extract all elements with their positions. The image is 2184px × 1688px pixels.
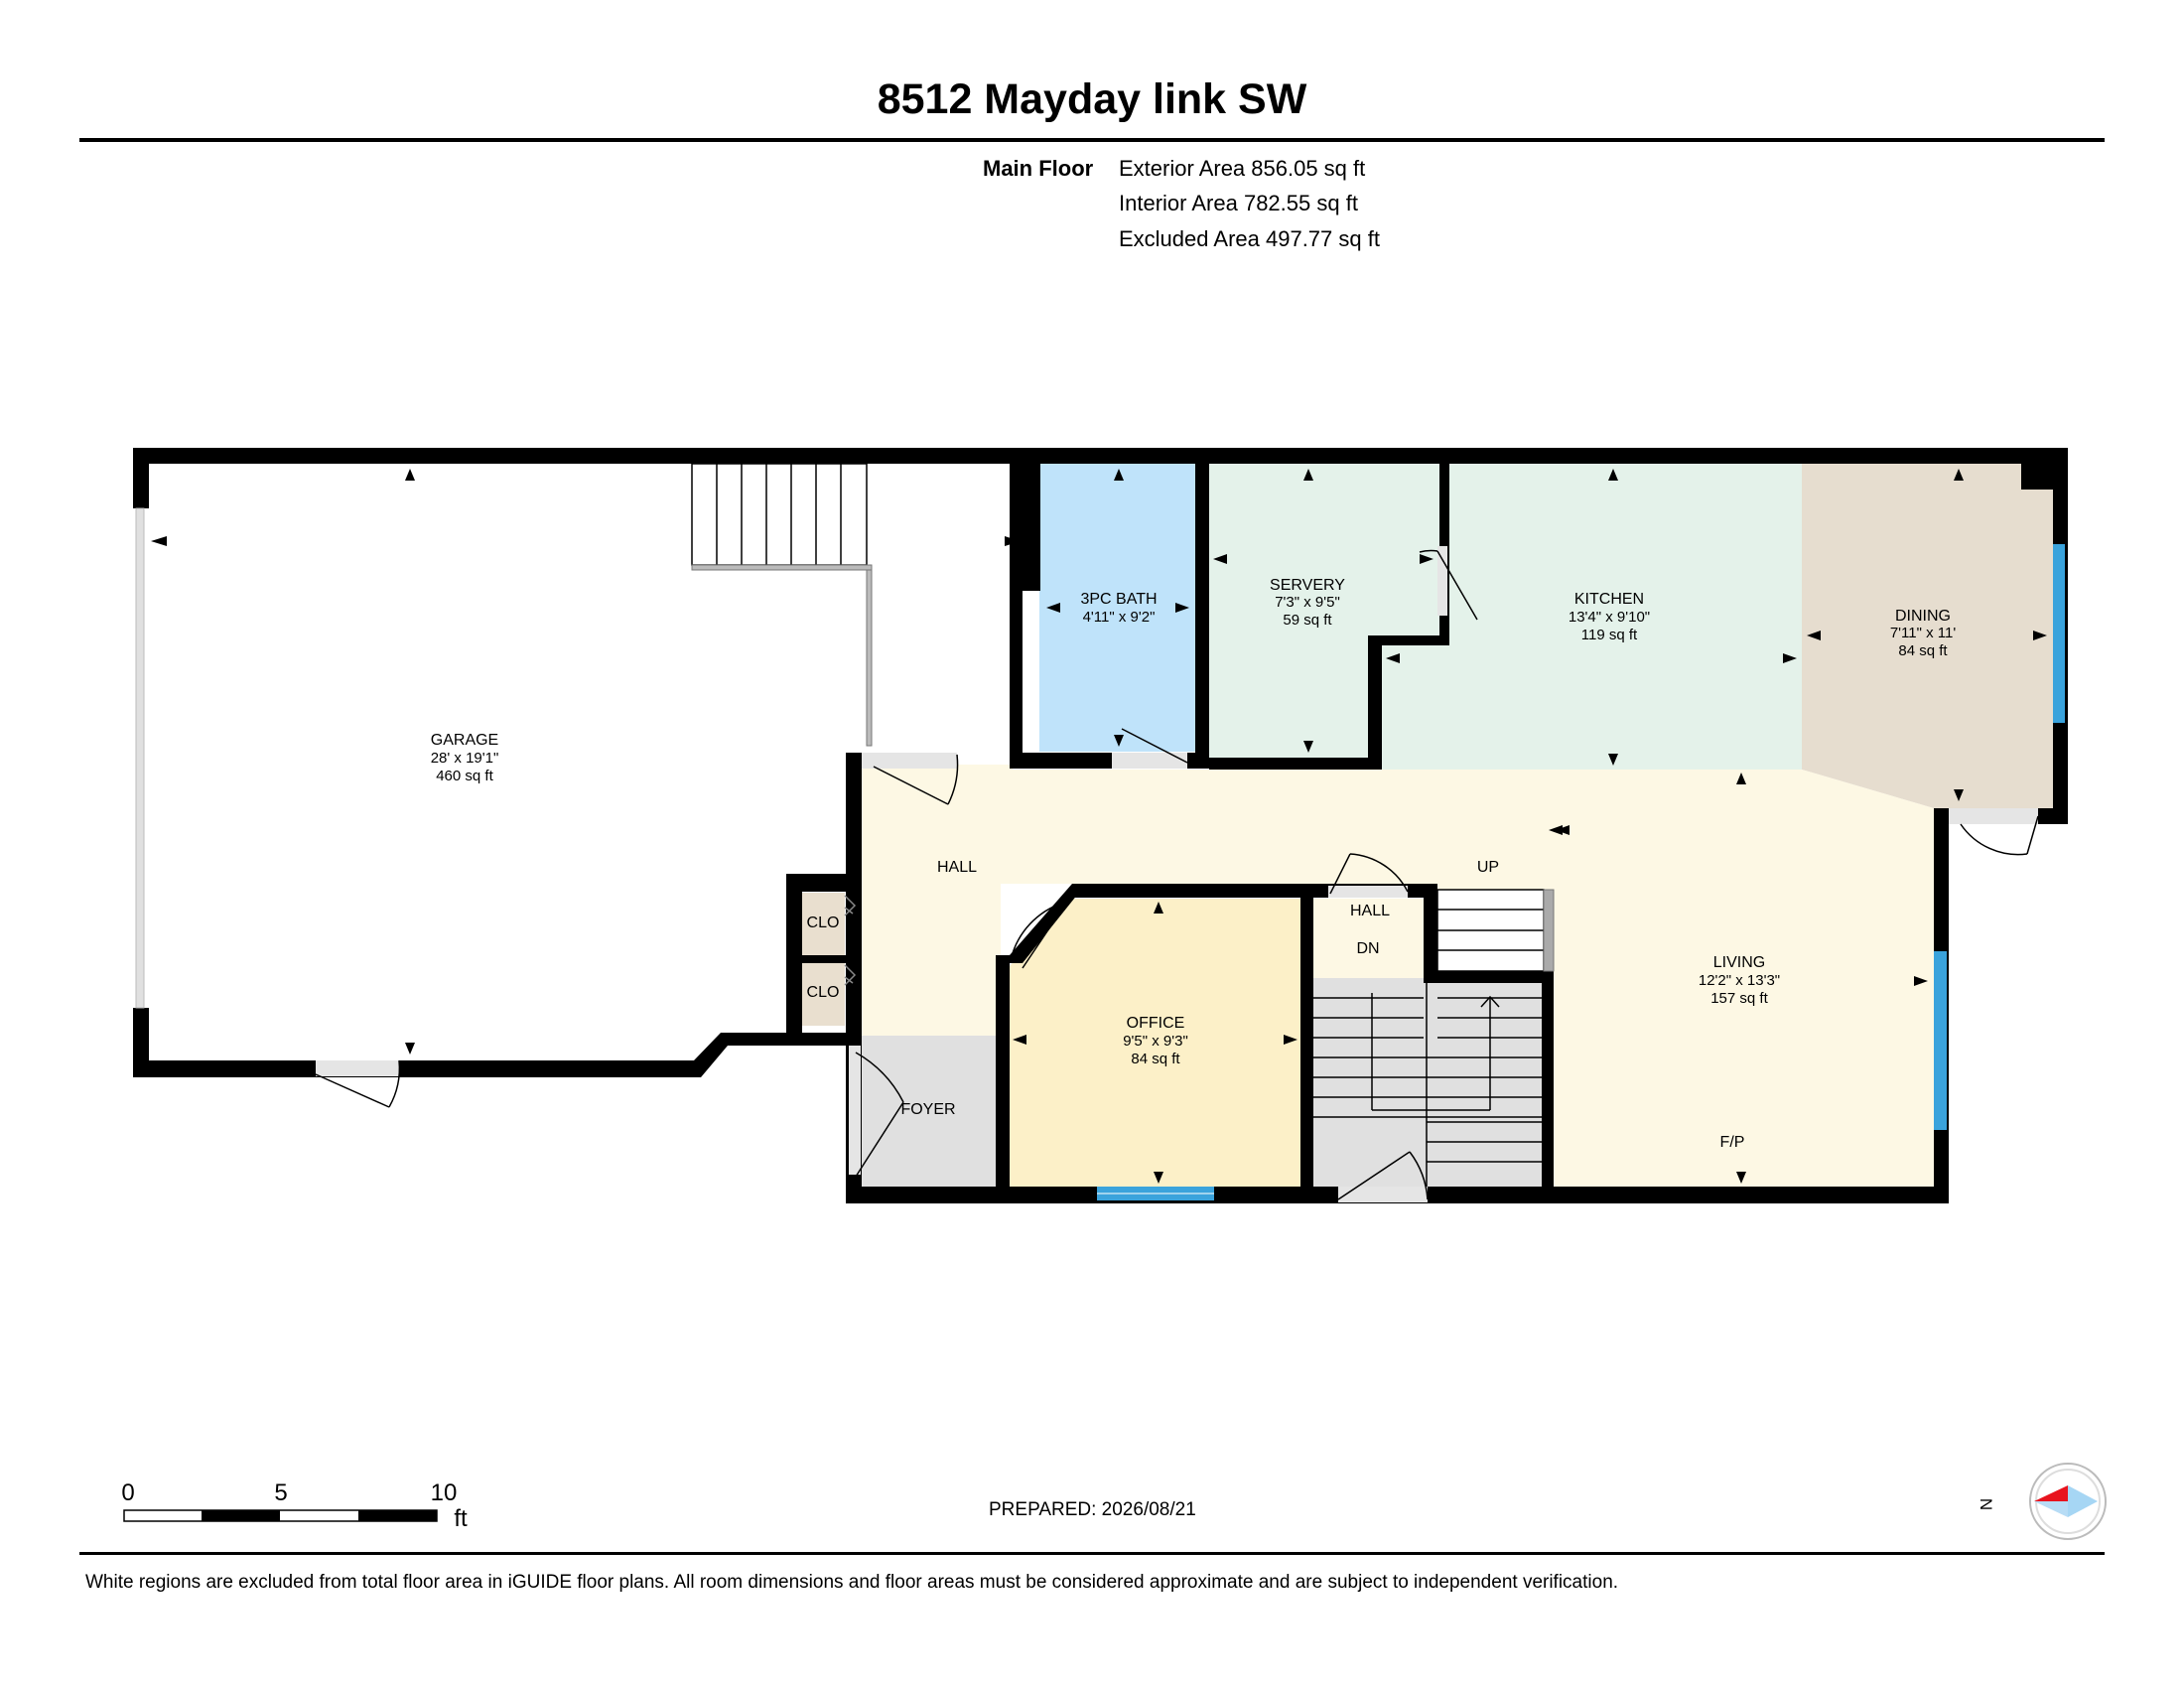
garage-area: 460 sq ft — [436, 768, 493, 784]
interior-area: Interior Area 782.55 sq ft — [1119, 191, 1358, 215]
hall-lower-fill — [862, 963, 1001, 1043]
scale-bar: 0 5 10 ft — [121, 1479, 468, 1532]
excluded-area: Excluded Area 497.77 sq ft — [1119, 226, 1380, 251]
exterior-area: Exterior Area 856.05 sq ft — [1119, 156, 1366, 181]
living-dims: 12'2" x 13'3" — [1699, 972, 1780, 989]
foyer-name: FOYER — [900, 1101, 955, 1118]
floor-label: Main Floor — [983, 156, 1094, 181]
dining-dims: 7'11" x 11' — [1890, 625, 1957, 641]
stair-fill — [1313, 978, 1554, 1187]
scale-label-10: 10 — [431, 1479, 458, 1506]
bath-fill — [1039, 464, 1195, 752]
kitchen-fill — [1382, 464, 1802, 770]
servery-area: 59 sq ft — [1283, 612, 1332, 629]
windows — [135, 507, 2065, 1200]
office-fill — [1010, 899, 1300, 1187]
compass-north-label: N — [1977, 1498, 1995, 1510]
living-name: LIVING — [1713, 954, 1765, 971]
garage-stairs — [691, 463, 873, 747]
hall2-fill — [1313, 899, 1430, 978]
up-arrow — [1549, 825, 1563, 835]
bath-name: 3PC BATH — [1080, 591, 1157, 608]
prepared-date: PREPARED: 2026/08/21 — [989, 1499, 1196, 1520]
scale-unit: ft — [454, 1505, 468, 1532]
garage-dims: 28' x 19'1" — [431, 750, 499, 767]
kitchen-dims: 13'4" x 9'10" — [1569, 609, 1650, 626]
kitchen-name: KITCHEN — [1574, 591, 1644, 608]
hall-name: HALL — [937, 859, 977, 876]
kitchen-area: 119 sq ft — [1581, 627, 1638, 643]
closet2-fill — [801, 963, 845, 1026]
up-label: UP — [1477, 859, 1499, 876]
header-rule — [79, 138, 2105, 142]
closet1-fill — [801, 893, 845, 955]
footer-rule — [79, 1552, 2105, 1555]
page-title: 8512 Mayday link SW — [877, 75, 1307, 123]
office-area: 84 sq ft — [1131, 1051, 1180, 1067]
servery-dims: 7'3" x 9'5" — [1275, 594, 1340, 611]
doors — [315, 546, 2039, 1202]
scale-label-0: 0 — [121, 1479, 134, 1506]
fireplace-label: F/P — [1720, 1134, 1745, 1151]
living-area: 157 sq ft — [1710, 990, 1768, 1007]
hall2-name: HALL — [1350, 903, 1390, 919]
servery-name: SERVERY — [1270, 577, 1345, 594]
dn-label: DN — [1356, 940, 1379, 957]
closet2-name: CLO — [807, 984, 840, 1001]
footer-disclaimer: White regions are excluded from total fl… — [85, 1572, 1619, 1593]
dining-fill — [1802, 464, 2053, 808]
scale-label-5: 5 — [274, 1479, 287, 1506]
hall-fill — [862, 765, 1934, 1187]
office-dims: 9'5" x 9'3" — [1123, 1033, 1188, 1050]
closet1-name: CLO — [807, 914, 840, 931]
compass-icon: N — [1977, 1463, 2107, 1540]
office-name: OFFICE — [1127, 1015, 1185, 1032]
dining-name: DINING — [1895, 608, 1951, 625]
dining-area: 84 sq ft — [1898, 642, 1948, 659]
main-stairs — [1313, 889, 1555, 1187]
foyer-fill — [862, 1036, 1001, 1187]
garage-name: GARAGE — [431, 732, 498, 749]
bath-dims: 4'11" x 9'2" — [1083, 609, 1156, 626]
